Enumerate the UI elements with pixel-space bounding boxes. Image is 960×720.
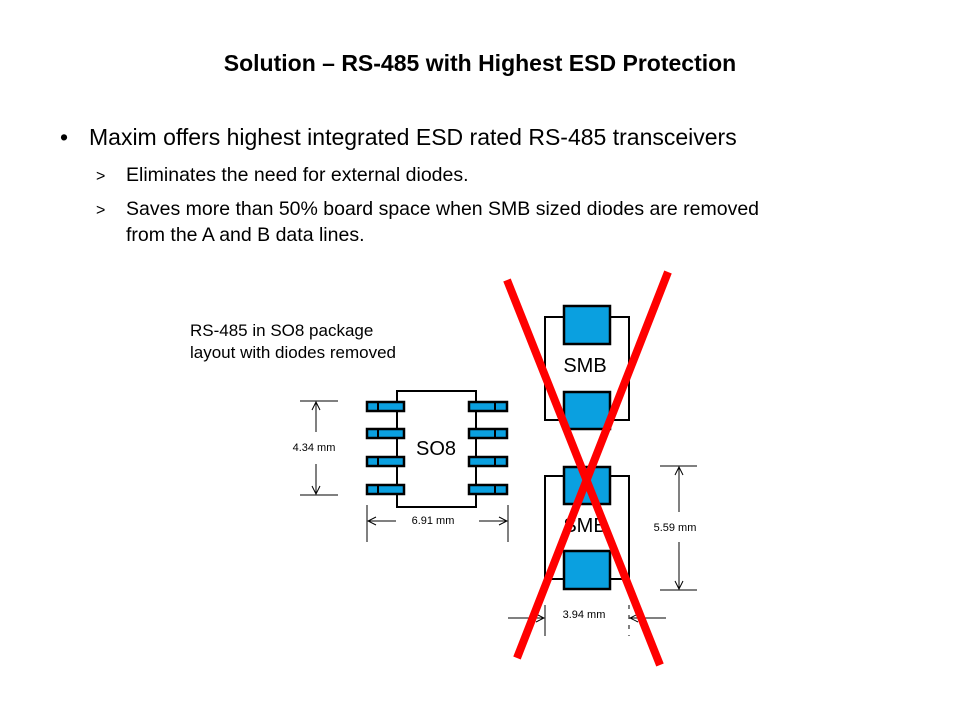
sub-bullet-marker: > [96, 202, 106, 219]
smb-diode-bottom: SMB [544, 465, 630, 591]
so8-height-dimension: 4.34 mm [293, 400, 338, 496]
sub-bullet-text: Eliminates the need for external diodes. [126, 164, 469, 186]
smb-height-dimension: 5.59 mm [654, 465, 697, 591]
so8-width-label: 6.91 mm [412, 515, 455, 527]
bullet-marker: • [60, 124, 69, 150]
sub-bullet-text: Saves more than 50% board space when SMB… [126, 198, 760, 220]
diagram-caption: RS-485 in SO8 package layout with diodes… [190, 320, 396, 364]
smb-label: SMB [563, 355, 606, 377]
so8-height-label: 4.34 mm [293, 442, 336, 454]
smb-height-label: 5.59 mm [654, 522, 697, 534]
so8-package: SO8 [365, 390, 509, 508]
so8-label: SO8 [416, 438, 456, 460]
slide-title: Solution – RS-485 with Highest ESD Prote… [223, 50, 737, 76]
caption-line: RS-485 in SO8 package [190, 321, 374, 340]
caption-line: layout with diodes removed [190, 343, 397, 362]
so8-right-pins [467, 400, 509, 496]
removed-cross-mark [503, 270, 672, 667]
bullet-text: Maxim offers highest integrated ESD rate… [89, 124, 737, 150]
so8-width-dimension: 6.91 mm [366, 505, 509, 542]
so8-left-pins [365, 400, 406, 496]
smb-width-dimension: 3.94 mm [508, 605, 666, 636]
sub-bullet-text-cont: from the A and B data lines. [126, 224, 365, 246]
so8-body [396, 390, 477, 508]
sub-bullet-marker: > [96, 168, 106, 185]
smb-width-label: 3.94 mm [563, 609, 606, 621]
